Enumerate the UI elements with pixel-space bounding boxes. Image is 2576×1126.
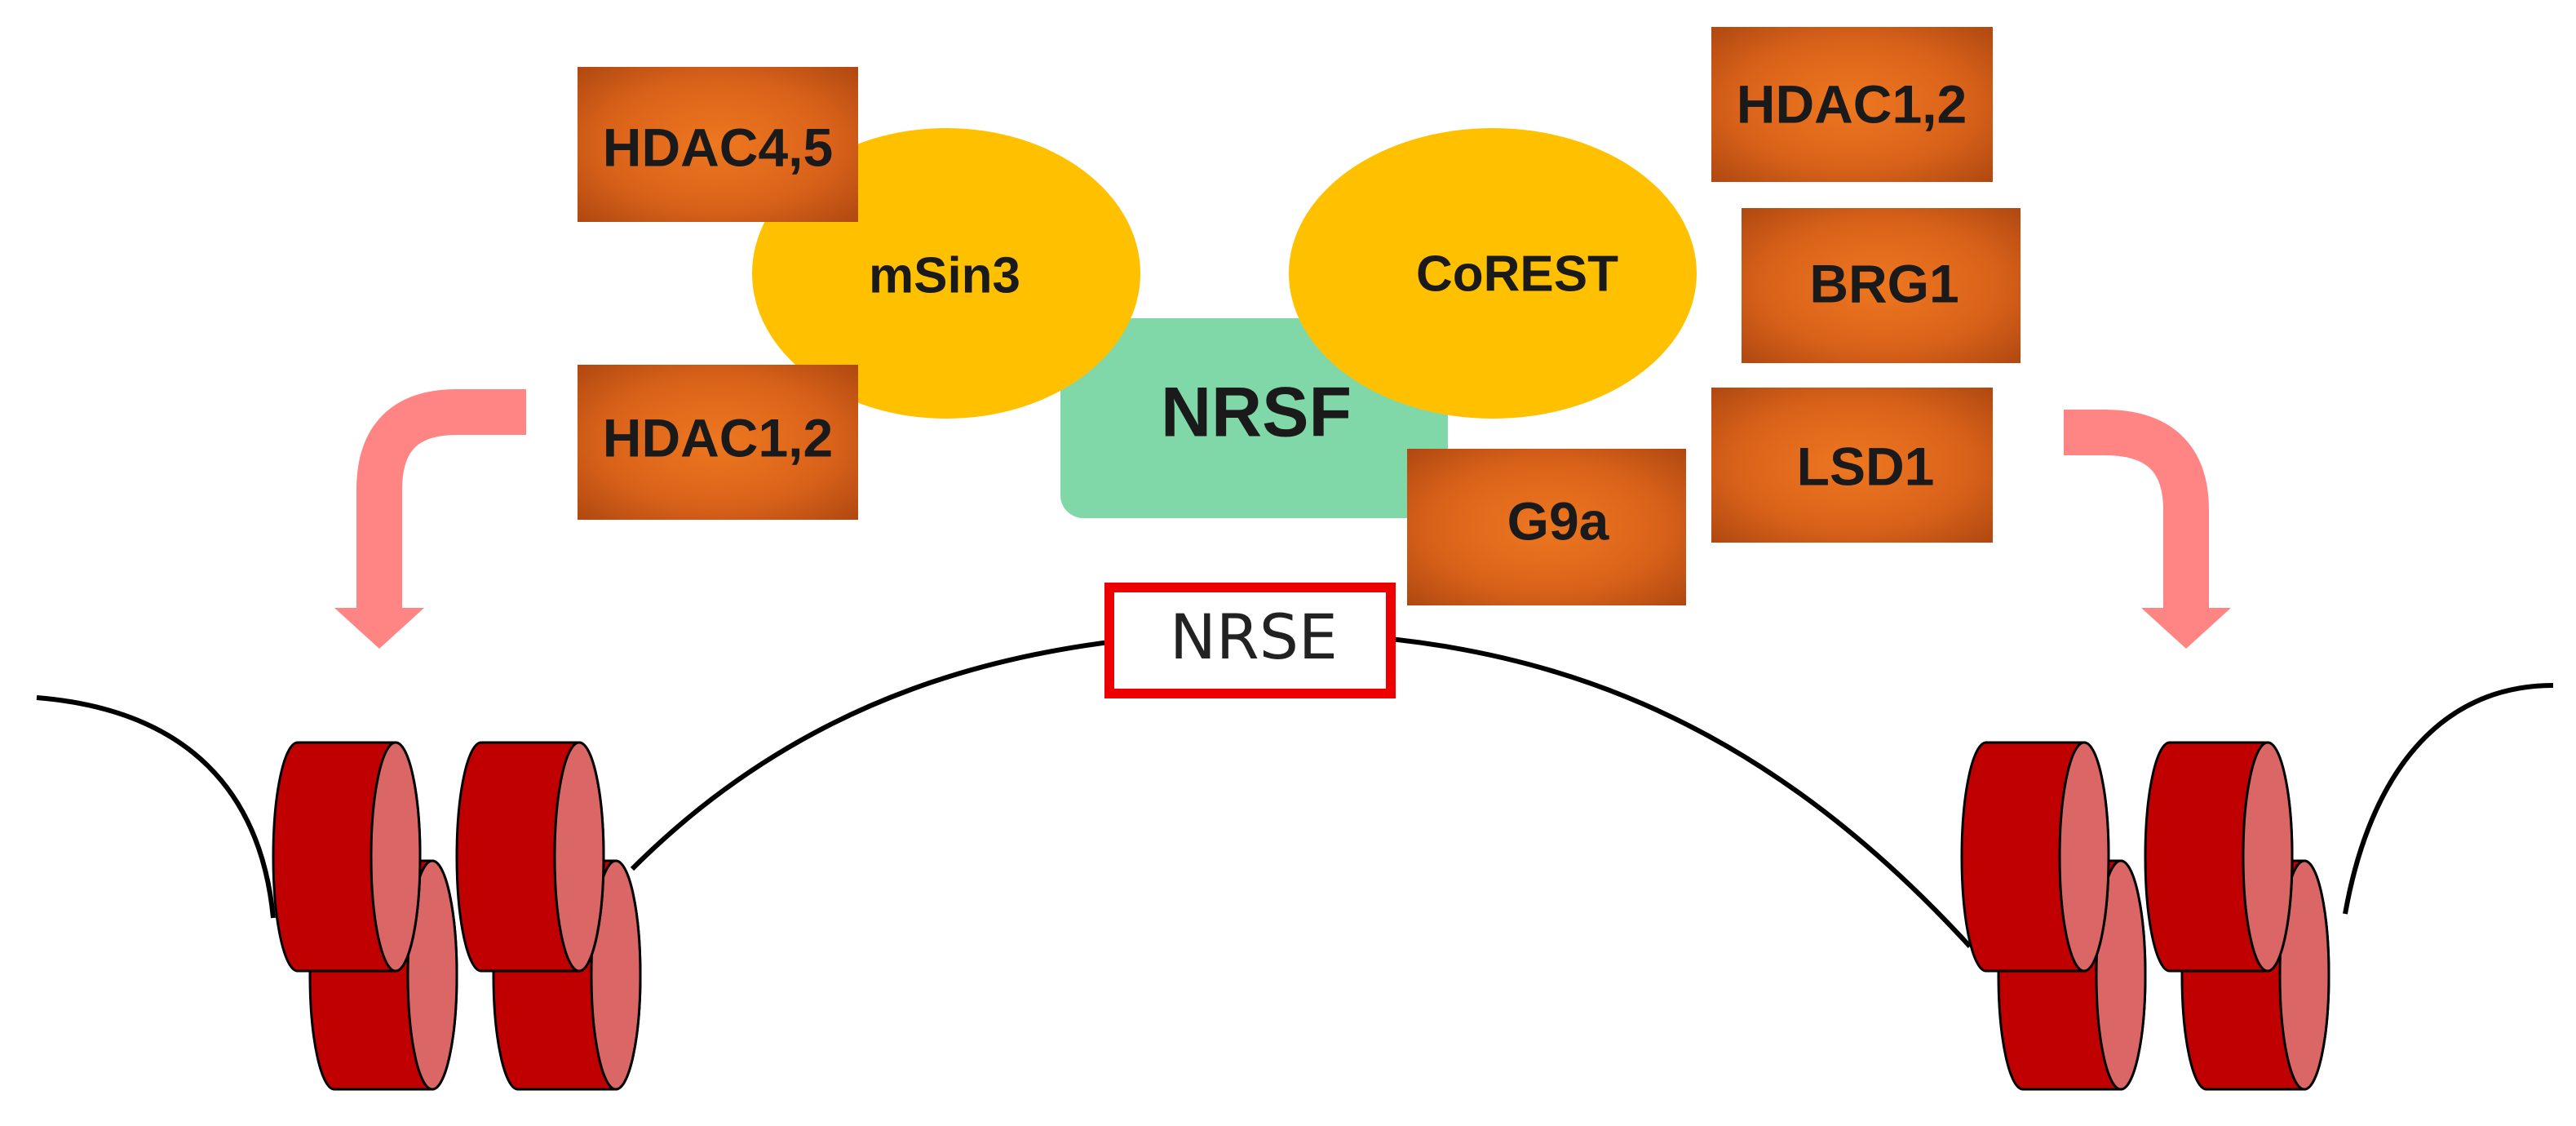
label-hdac12-right: HDAC1,2 <box>1737 73 1967 134</box>
enzyme-box-brg1 <box>1742 208 2021 363</box>
label-nrse: NRSE <box>1170 601 1338 673</box>
label-g9a: G9a <box>1507 490 1610 551</box>
nucleosome <box>455 741 605 973</box>
label-hdac45: HDAC4,5 <box>603 117 833 177</box>
enzyme-box-hdac12-right <box>1711 27 1993 182</box>
enzyme-box-hdac45 <box>578 67 858 222</box>
nucleosome-cluster-right <box>1960 741 2330 1091</box>
arrow-right <box>2064 410 2231 649</box>
enzyme-box-hdac12-left <box>578 365 858 520</box>
arrow-left <box>334 389 526 649</box>
nucleosome <box>2144 741 2294 973</box>
enzyme-box-g9a <box>1407 449 1686 605</box>
nucleosome <box>1960 741 2110 973</box>
label-msin3: mSin3 <box>869 247 1020 304</box>
corest-corepressor <box>1289 128 1697 419</box>
label-lsd1: LSD1 <box>1797 436 1935 496</box>
label-corest: CoREST <box>1416 246 1618 302</box>
nucleosome <box>272 741 422 973</box>
label-brg1: BRG1 <box>1809 253 1959 313</box>
label-hdac12-left: HDAC1,2 <box>603 407 833 468</box>
enzyme-box-lsd1 <box>1711 388 1993 543</box>
nrse-element-box <box>1104 583 1396 698</box>
label-nrsf: NRSF <box>1161 374 1352 452</box>
nucleosome-cluster-left <box>272 741 642 1091</box>
